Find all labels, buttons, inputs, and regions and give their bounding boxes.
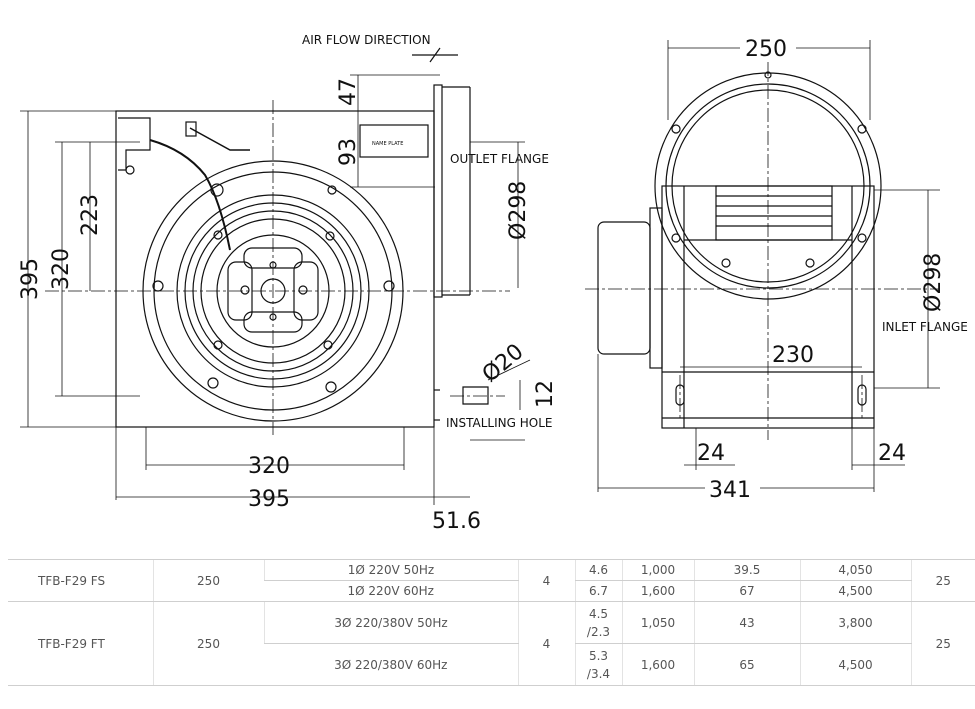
dim-front-height-223: 223 <box>78 194 103 236</box>
last-cell: 25 <box>910 559 975 602</box>
current-value: 4.5 <box>588 606 609 621</box>
dim-side-24-right: 24 <box>878 441 906 466</box>
power-cell: 3Ø 220/380V 60Hz <box>264 643 518 686</box>
installing-hole-slot <box>462 386 489 405</box>
name-plate-label: NAME PLATE <box>372 141 403 147</box>
airflow-cell: 3,800 <box>799 601 911 644</box>
power-cell: 1Ø 220V 50Hz <box>263 559 518 581</box>
front-view <box>115 47 489 428</box>
airflow-arrow <box>412 47 458 63</box>
model-cell: TFB-F29 FS <box>8 559 153 602</box>
rpm-cell: 1,600 <box>621 580 694 602</box>
dim-front-height-320: 320 <box>49 248 74 290</box>
rpm-cell: 1,600 <box>621 643 694 686</box>
side-view <box>597 71 882 429</box>
airflow-cell: 4,050 <box>799 559 911 581</box>
current-cell: 4.5/2.3 <box>574 601 622 644</box>
size-cell: 250 <box>152 559 264 602</box>
table-row: TFB-F29 FT 250 3Ø 220/380V 50Hz 4 4.5/2.… <box>8 601 975 686</box>
current-cell: 5.3/3.4 <box>574 643 622 686</box>
pressure-cell: 43 <box>693 601 800 644</box>
motor <box>597 221 651 355</box>
rpm-cell: 1,000 <box>621 559 694 581</box>
current-value: /2.3 <box>586 624 611 639</box>
rpm-cell: 1,050 <box>621 601 694 644</box>
last-cell: 25 <box>910 601 975 686</box>
current-cell: 4.6 <box>574 559 622 581</box>
poles-cell: 4 <box>517 559 575 602</box>
table-row: 1Ø 220V 60Hz 6.7 1,600 67 4,500 <box>8 580 975 602</box>
current-value: /3.4 <box>586 666 611 681</box>
front-housing <box>115 110 435 428</box>
air-flow-label: AIR FLOW DIRECTION <box>302 33 431 47</box>
dim-side-341: 341 <box>709 478 751 503</box>
pressure-cell: 67 <box>693 580 800 602</box>
current-cell: 6.7 <box>574 580 622 602</box>
dim-side-24-left: 24 <box>697 441 725 466</box>
size-cell: 250 <box>152 601 264 686</box>
dim-hole-12: 12 <box>533 380 558 408</box>
dim-side-top-250: 250 <box>745 37 787 62</box>
power-cell: 1Ø 220V 60Hz <box>264 580 518 602</box>
pressure-cell: 39.5 <box>693 559 800 581</box>
dim-outlet-93: 93 <box>336 138 361 166</box>
dim-hole-dia: Ø20 <box>478 339 529 387</box>
pressure-cell: 65 <box>693 643 800 686</box>
dim-outlet-dia: Ø298 <box>506 181 531 240</box>
model-cell: TFB-F29 FT <box>8 601 153 686</box>
dim-side-inlet-dia: Ø298 <box>921 253 946 312</box>
airflow-cell: 4,500 <box>799 643 911 686</box>
outlet-flange-label: OUTLET FLANGE <box>450 152 549 166</box>
dim-outlet-47: 47 <box>336 78 361 106</box>
poles-cell: 4 <box>517 601 575 686</box>
airflow-cell: 4,500 <box>799 580 911 602</box>
dim-front-width-395: 395 <box>248 487 290 512</box>
dim-front-width-320: 320 <box>248 454 290 479</box>
table-row: 3Ø 220/380V 60Hz 5.3/3.4 1,600 65 4,500 <box>8 643 975 686</box>
table-row: TFB-F29 FS 250 1Ø 220V 50Hz 4 4.6 1,000 … <box>8 559 975 602</box>
name-plate <box>359 124 429 158</box>
dim-side-230: 230 <box>772 343 814 368</box>
inlet-flange-label: INLET FLANGE <box>882 320 968 334</box>
dim-front-offset: 51.6 <box>432 509 481 534</box>
dim-front-height-395: 395 <box>18 258 43 300</box>
current-value: 5.3 <box>588 648 609 663</box>
power-cell: 3Ø 220/380V 50Hz <box>263 601 518 644</box>
technical-drawing: AIR FLOW DIRECTION OUTLET FLANGE INLET F… <box>18 33 968 534</box>
spec-table: TFB-F29 FS 250 1Ø 220V 50Hz 4 4.6 1,000 … <box>8 559 975 686</box>
installing-hole-label: INSTALLING HOLE <box>446 416 552 430</box>
outlet-flange <box>433 84 443 298</box>
